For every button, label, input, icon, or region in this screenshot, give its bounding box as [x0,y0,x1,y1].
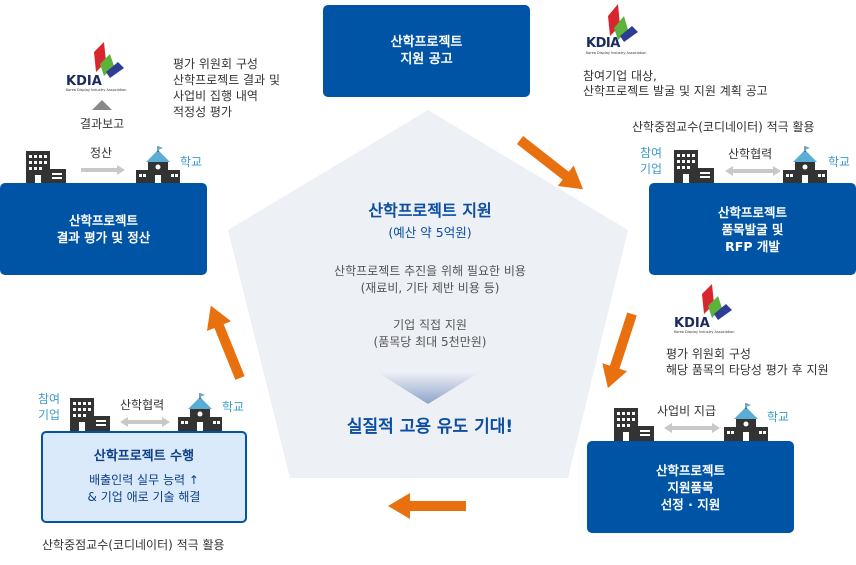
company-building-icon [70,398,110,432]
step-4-line1: 배출인력 실무 능력 ↑ [89,473,199,487]
step-5-evaluation-settlement[interactable]: 산학프로젝트 결과 평가 및 정산 [0,183,207,275]
school-icon [724,403,768,441]
step-4-execution[interactable]: 산학프로젝트 수행 배출인력 실무 능력 ↑ & 기업 애로 기술 해결 [41,431,247,523]
step-3-line2: 지원품목 [667,479,714,495]
step-2-line3: RFP 개발 [725,238,780,254]
kdia-logo: KDIA Korea Display Industry Association [672,282,752,334]
arrow-step1-to-step2 [516,136,584,190]
step-3-line3: 선정 · 지원 [660,496,721,512]
school-label-3: 학교 [767,410,790,424]
step-3-selection-support[interactable]: 산학프로젝트 지원품목 선정 · 지원 [587,441,794,533]
center-budget: (예산 약 5억원) [388,225,472,240]
company-building-icon [674,150,714,184]
center-title: 산학프로젝트 지원 [368,201,492,220]
logo-subtitle: Korea Display Industry Association [674,330,735,334]
eval-note-line4: 적정성 평가 [173,105,233,119]
coordinator-note-bottom: 산학중점교수(코디네이터) 적극 활용 [42,538,225,552]
announce-note-line2: 산학프로젝트 발굴 및 지원 계획 공고 [583,84,768,98]
company-label-line2: 기업 [38,408,61,422]
announce-note-line1: 참여기업 대상, [583,69,657,83]
school-icon [178,393,222,431]
settlement-label: 정산 [90,146,113,160]
step-5-line2: 결과 평가 및 정산 [56,230,151,245]
school-icon [783,146,827,184]
double-arrow-icon [664,423,720,433]
cooperation-label-4: 산학협력 [120,398,165,412]
step-1-line2: 지원 공고 [400,52,453,67]
double-arrow-icon [120,417,170,427]
logo-subtitle: Korea Display Industry Association [586,51,647,55]
school-icon [136,146,180,184]
step-2-line2: 품목발굴 및 [721,221,784,237]
select-note-line1: 평가 위원회 구성 [666,347,751,361]
report-label: 결과보고 [80,117,125,131]
support-item-1-line1: 산학프로젝트 추진을 위해 필요한 비용 [334,264,526,278]
step-4-line2: & 기업 애로 기술 해결 [87,490,201,504]
eval-note-line2: 산학프로젝트 결과 및 [173,73,280,87]
step-4-title: 산학프로젝트 수행 [93,449,195,464]
support-item-2-line1: 기업 직접 지원 [393,318,467,332]
down-triangle-icon [377,372,480,404]
logo-name: KDIA [674,316,710,331]
company-label-line2: 기업 [640,162,663,176]
step-2-line1: 산학프로젝트 [717,204,787,220]
school-label-5: 학교 [180,155,203,169]
school-label-4: 학교 [222,400,245,414]
support-item-1-line2: (재료비, 기타 제반 비용 등) [360,281,500,295]
coordinator-note-top: 산학중점교수(코디네이터) 적극 활용 [632,120,815,134]
eval-note-line1: 평가 위원회 구성 [173,57,258,71]
select-note-line2: 해당 품목의 타당성 평가 후 지원 [666,363,829,377]
step-2-item-discovery[interactable]: 산학프로젝트 품목발굴 및 RFP 개발 [649,183,856,275]
logo-name: KDIA [586,36,620,51]
center-outcome: 실질적 고용 유도 기대! [346,417,514,437]
company-building-icon [614,408,654,442]
step-1-announcement[interactable]: 산학프로젝트 지원 공고 [323,5,530,97]
support-item-2-line2: (품목당 최대 5천만원) [373,335,487,349]
kdia-logo: KDIA Korea Display Industry Association [584,2,664,55]
logo-name: KDIA [66,74,102,89]
up-triangle-icon [92,100,112,110]
school-label-2: 학교 [828,155,851,169]
logo-subtitle: Korea Display Industry Association [66,88,127,92]
company-building-icon [26,151,66,185]
step-3-line1: 산학프로젝트 [655,462,725,478]
double-arrow-icon [725,166,781,176]
step-5-line1: 산학프로젝트 [68,213,138,228]
arrow-step3-to-step4 [388,493,466,519]
company-label-line1: 참여 [38,392,61,406]
company-label-line1: 참여 [640,146,663,160]
payment-label: 사업비 지급 [657,404,717,418]
cooperation-label-2: 산학협력 [728,147,773,161]
right-arrow-icon [81,165,125,175]
kdia-logo: KDIA Korea Display Industry Association [64,40,144,92]
arrow-step2-to-step3 [602,312,637,389]
arrow-step4-to-step5 [206,305,245,380]
eval-note-line3: 사업비 집행 내역 [173,89,258,103]
step-1-line1: 산학프로젝트 [390,35,463,50]
